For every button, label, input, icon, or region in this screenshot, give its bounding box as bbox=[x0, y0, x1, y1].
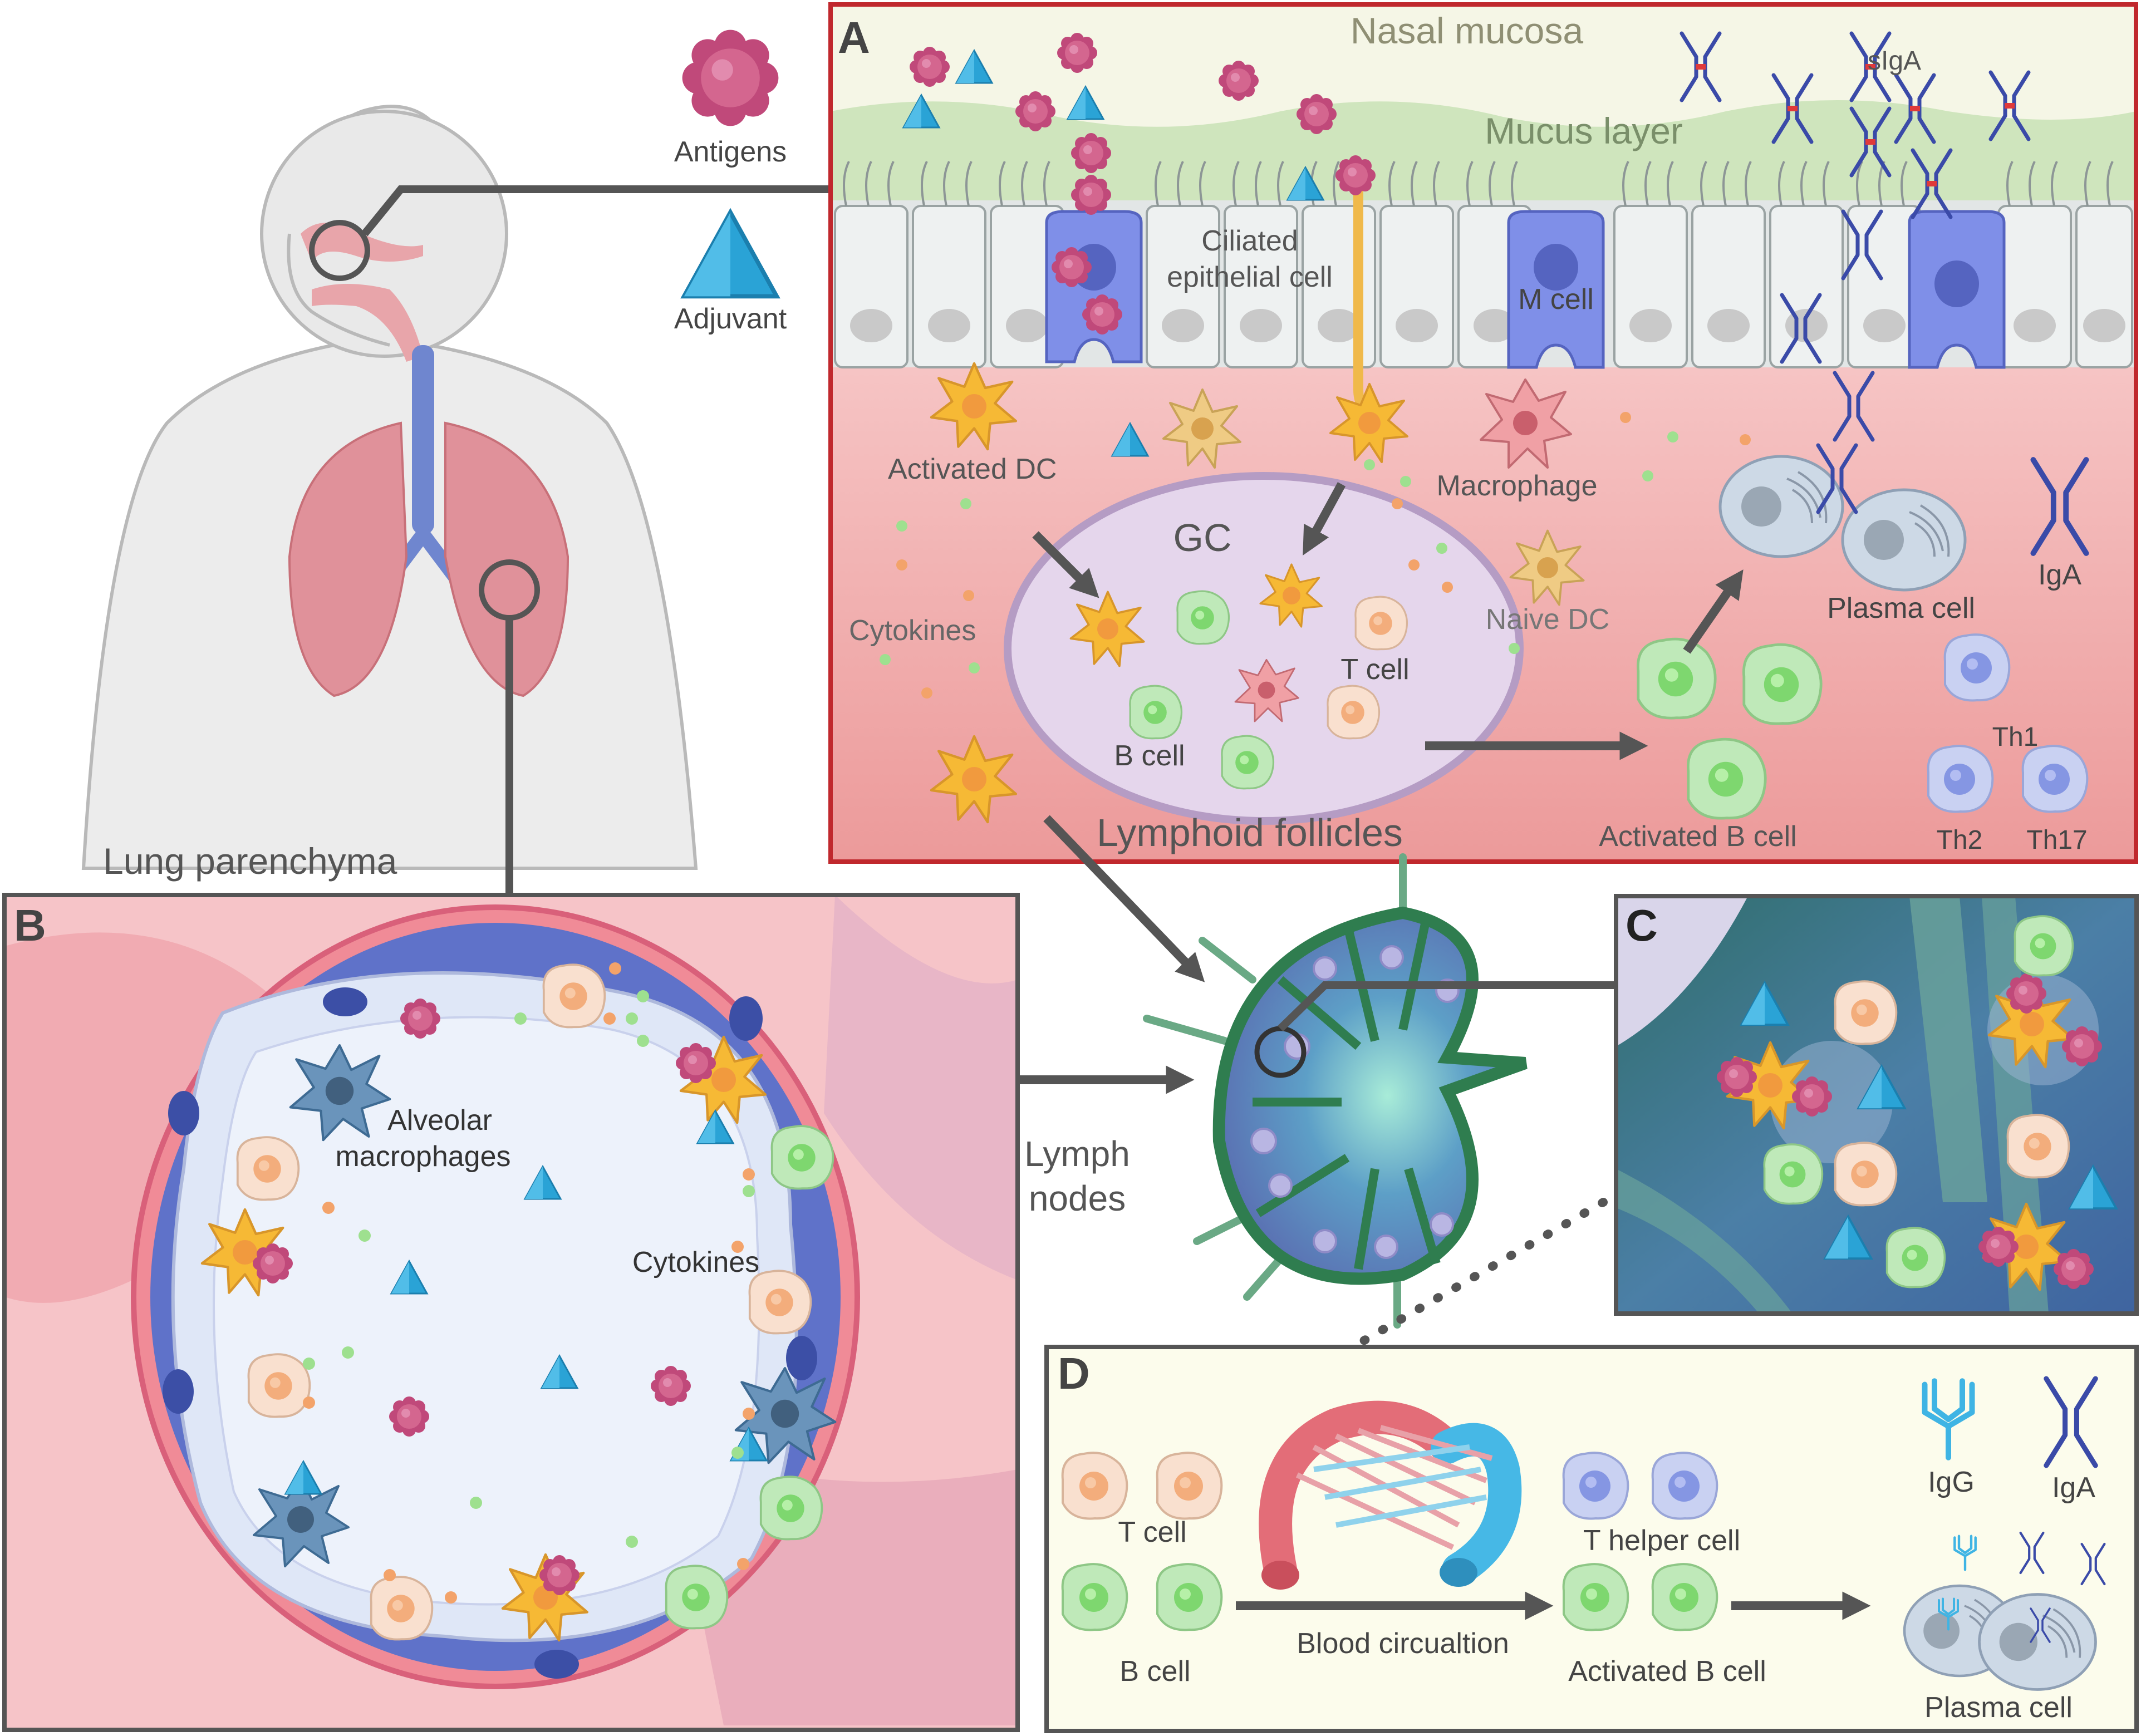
iga-label-a: IgA bbox=[2038, 559, 2081, 591]
plasma-cell-label-a: Plasma cell bbox=[1827, 592, 1975, 624]
panel-c: C bbox=[1614, 894, 2139, 1316]
siga-label: sIgA bbox=[1868, 46, 1921, 76]
panel-d: D T cell B cell T helper cell Activated … bbox=[1044, 1345, 2139, 1733]
arrow-follicle-to-node bbox=[1043, 815, 1205, 982]
ciliated-label-line1: Ciliated bbox=[1201, 225, 1298, 257]
panel-b-letter: B bbox=[14, 901, 46, 950]
th17-cell bbox=[2021, 745, 2089, 813]
activated-b-cell-label-a: Activated B cell bbox=[1599, 820, 1797, 853]
th2-cell bbox=[1927, 745, 1994, 813]
lymph-nodes-label-line1: Lymph bbox=[1024, 1134, 1130, 1174]
antigen-legend-icon bbox=[682, 29, 779, 126]
t-cell-label-d: T cell bbox=[1118, 1516, 1186, 1548]
t-cell-label-a: T cell bbox=[1340, 653, 1409, 686]
ciliated-label-line2: epithelial cell bbox=[1167, 261, 1333, 293]
cytokines-label-b: Cytokines bbox=[632, 1246, 759, 1278]
blood-vessel-illustration bbox=[1259, 1400, 1522, 1590]
th1-label: Th1 bbox=[1992, 722, 2039, 752]
lymphoid-follicles-label: Lymphoid follicles bbox=[1097, 811, 1403, 854]
panel-d-letter: D bbox=[1058, 1349, 1090, 1398]
macrophage-label: Macrophage bbox=[1436, 470, 1597, 502]
panel-c-letter: C bbox=[1626, 901, 1658, 950]
b-cell-label-d: B cell bbox=[1119, 1655, 1190, 1688]
lung-parenchyma-label: Lung parenchyma bbox=[103, 840, 397, 882]
panel-a-letter: A bbox=[838, 13, 870, 62]
activated-b-cell-label-d: Activated B cell bbox=[1568, 1655, 1766, 1688]
panel-a: A Nasal mucosa Mucus layer sIgA Ciliated… bbox=[828, 2, 2138, 864]
th17-label: Th17 bbox=[2026, 825, 2087, 855]
lymph-node bbox=[1143, 853, 1528, 1329]
m-cell-label: M cell bbox=[1518, 283, 1594, 316]
arrow-b-to-plasma bbox=[1683, 569, 1744, 654]
panel-c-frame bbox=[1614, 894, 2139, 1316]
nasal-mucosa-label: Nasal mucosa bbox=[1351, 10, 1583, 51]
t-helper-cell-label: T helper cell bbox=[1583, 1524, 1740, 1557]
panel-a-frame bbox=[828, 2, 2138, 864]
igg-label: IgG bbox=[1928, 1466, 1975, 1498]
alveolar-macrophages-label-line2: macrophages bbox=[335, 1140, 510, 1173]
nasal-focus-ring bbox=[309, 220, 370, 281]
plasma-cell-a2 bbox=[1843, 490, 1965, 590]
arrow-dc2-to-gc bbox=[1303, 482, 1346, 555]
lymph-nodes-label-line2: nodes bbox=[1029, 1178, 1126, 1218]
gc-label: GC bbox=[1173, 516, 1232, 559]
connector-node-to-panel-c bbox=[1278, 981, 1626, 1032]
connector-nose-to-panel-a bbox=[361, 185, 835, 237]
blood-circulation-label: Blood circualtion bbox=[1297, 1627, 1509, 1660]
iga-label-d: IgA bbox=[2052, 1472, 2095, 1504]
panel-b: B Alveolar macrophages Cytokines bbox=[2, 893, 1020, 1732]
adjuvant-label: Adjuvant bbox=[674, 303, 787, 335]
plasma-cell-a1 bbox=[1720, 456, 1843, 557]
human-body-illustration bbox=[81, 105, 698, 870]
arrow-dc-to-gc bbox=[1032, 531, 1099, 598]
b-cell-label-a: B cell bbox=[1114, 740, 1185, 772]
cytokines-label-a: Cytokines bbox=[849, 614, 976, 647]
th2-label: Th2 bbox=[1937, 825, 1983, 855]
panel-d-frame bbox=[1044, 1345, 2139, 1733]
antigens-label: Antigens bbox=[674, 136, 787, 168]
plasma-cell-label-d: Plasma cell bbox=[1924, 1691, 2073, 1724]
naive-dc-label: Naive DC bbox=[1486, 603, 1610, 636]
alveolar-macrophages-label-line1: Alveolar bbox=[387, 1104, 492, 1137]
activated-dc-label: Activated DC bbox=[888, 453, 1057, 485]
adjuvant-legend-icon bbox=[684, 213, 777, 297]
th1-cell bbox=[1943, 633, 2011, 702]
panel-b-frame bbox=[2, 893, 1020, 1732]
mucus-layer-label: Mucus layer bbox=[1485, 110, 1683, 151]
